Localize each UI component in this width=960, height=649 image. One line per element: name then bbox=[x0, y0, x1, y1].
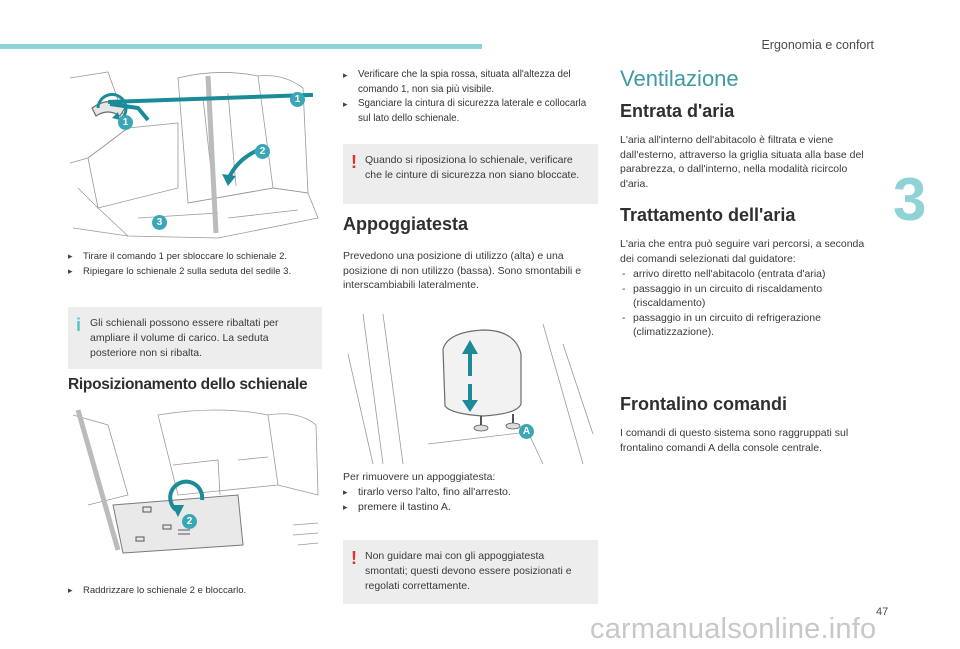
callout-3: 3 bbox=[152, 215, 167, 230]
callout-1: 1 bbox=[118, 115, 133, 130]
section-title: Ventilazione bbox=[620, 66, 739, 91]
air-intake-text: L'aria all'interno dell'abitacolo è filt… bbox=[620, 134, 864, 190]
chapter-number: 3 bbox=[893, 166, 927, 233]
air-path-item: passaggio in un circuito di riscaldament… bbox=[620, 282, 875, 311]
warning-text: Quando si riposiziona lo schienale, veri… bbox=[365, 154, 580, 181]
chapter-title: Ergonomia e confort bbox=[761, 38, 874, 52]
pre-checks: Verificare che la spia rossa, situata al… bbox=[343, 68, 599, 126]
warning-note-headrest: ! Non guidare mai con gli appoggiatesta … bbox=[343, 540, 598, 604]
remove-intro: Per rimuovere un appoggiatesta: bbox=[343, 471, 496, 483]
warning-icon: ! bbox=[351, 548, 357, 568]
air-treatment-intro: L'aria che entra può seguire vari percor… bbox=[620, 238, 865, 265]
headrest-description: Prevedono una posizione di utilizzo (alt… bbox=[343, 250, 582, 291]
reposition-steps: Raddrizzare lo schienale 2 e bloccarlo. bbox=[68, 583, 324, 598]
info-icon: i bbox=[76, 315, 82, 335]
fold-step: Tirare il comando 1 per sbloccare lo sch… bbox=[68, 249, 324, 264]
fold-steps: Tirare il comando 1 per sbloccare lo sch… bbox=[68, 249, 324, 279]
callout-2: 2 bbox=[255, 144, 270, 159]
air-paths-list: arrivo diretto nell'abitacolo (entrata d… bbox=[620, 267, 875, 340]
headrest-drawing bbox=[347, 314, 594, 465]
info-note: i Gli schienali possono essere ribaltati… bbox=[68, 307, 322, 369]
headrest-illustration: A bbox=[343, 314, 597, 466]
air-path-item: arrivo diretto nell'abitacolo (entrata d… bbox=[620, 267, 875, 282]
warning-text: Non guidare mai con gli appoggiatesta sm… bbox=[365, 550, 572, 592]
watermark: carmanualsonline.info bbox=[590, 613, 877, 645]
reposition-step: Raddrizzare lo schienale 2 e bloccarlo. bbox=[68, 583, 324, 598]
info-note-text: Gli schienali possono essere ribaltati p… bbox=[90, 317, 279, 359]
callout-2: 2 bbox=[182, 514, 197, 529]
headrest-heading: Appoggiatesta bbox=[343, 214, 469, 234]
fold-step: Ripiegare lo schienale 2 sulla seduta de… bbox=[68, 264, 324, 279]
air-path-item: passaggio in un circuito di refrigerazio… bbox=[620, 311, 875, 340]
remove-steps: tirarlo verso l'alto, fino all'arresto. … bbox=[343, 485, 599, 514]
air-treatment-heading: Trattamento dell'aria bbox=[620, 205, 796, 225]
page-number: 47 bbox=[876, 606, 889, 618]
remove-step: tirarlo verso l'alto, fino all'arresto. bbox=[343, 485, 599, 500]
panel-text: I comandi di questo sistema sono raggrup… bbox=[620, 427, 849, 454]
callout-a: A bbox=[519, 424, 534, 439]
seat-reposition-illustration: 2 bbox=[68, 405, 322, 555]
panel-heading: Frontalino comandi bbox=[620, 394, 788, 414]
seat-fold-drawing bbox=[69, 71, 319, 239]
remove-step: premere il tastino A. bbox=[343, 500, 599, 515]
check-step: Sganciare la cintura di sicurezza latera… bbox=[343, 97, 599, 126]
warning-note-belts: ! Quando si riposiziona lo schienale, ve… bbox=[343, 144, 598, 204]
reposition-heading: Riposizionamento dello schienale bbox=[68, 376, 308, 393]
seat-fold-illustration: 1 1 2 3 bbox=[68, 68, 322, 240]
header-accent-bar bbox=[0, 44, 482, 49]
warning-icon: ! bbox=[351, 152, 357, 172]
air-intake-heading: Entrata d'aria bbox=[620, 101, 735, 121]
seat-reposition-drawing bbox=[72, 409, 319, 554]
callout-1: 1 bbox=[290, 92, 305, 107]
check-step: Verificare che la spia rossa, situata al… bbox=[343, 68, 599, 97]
